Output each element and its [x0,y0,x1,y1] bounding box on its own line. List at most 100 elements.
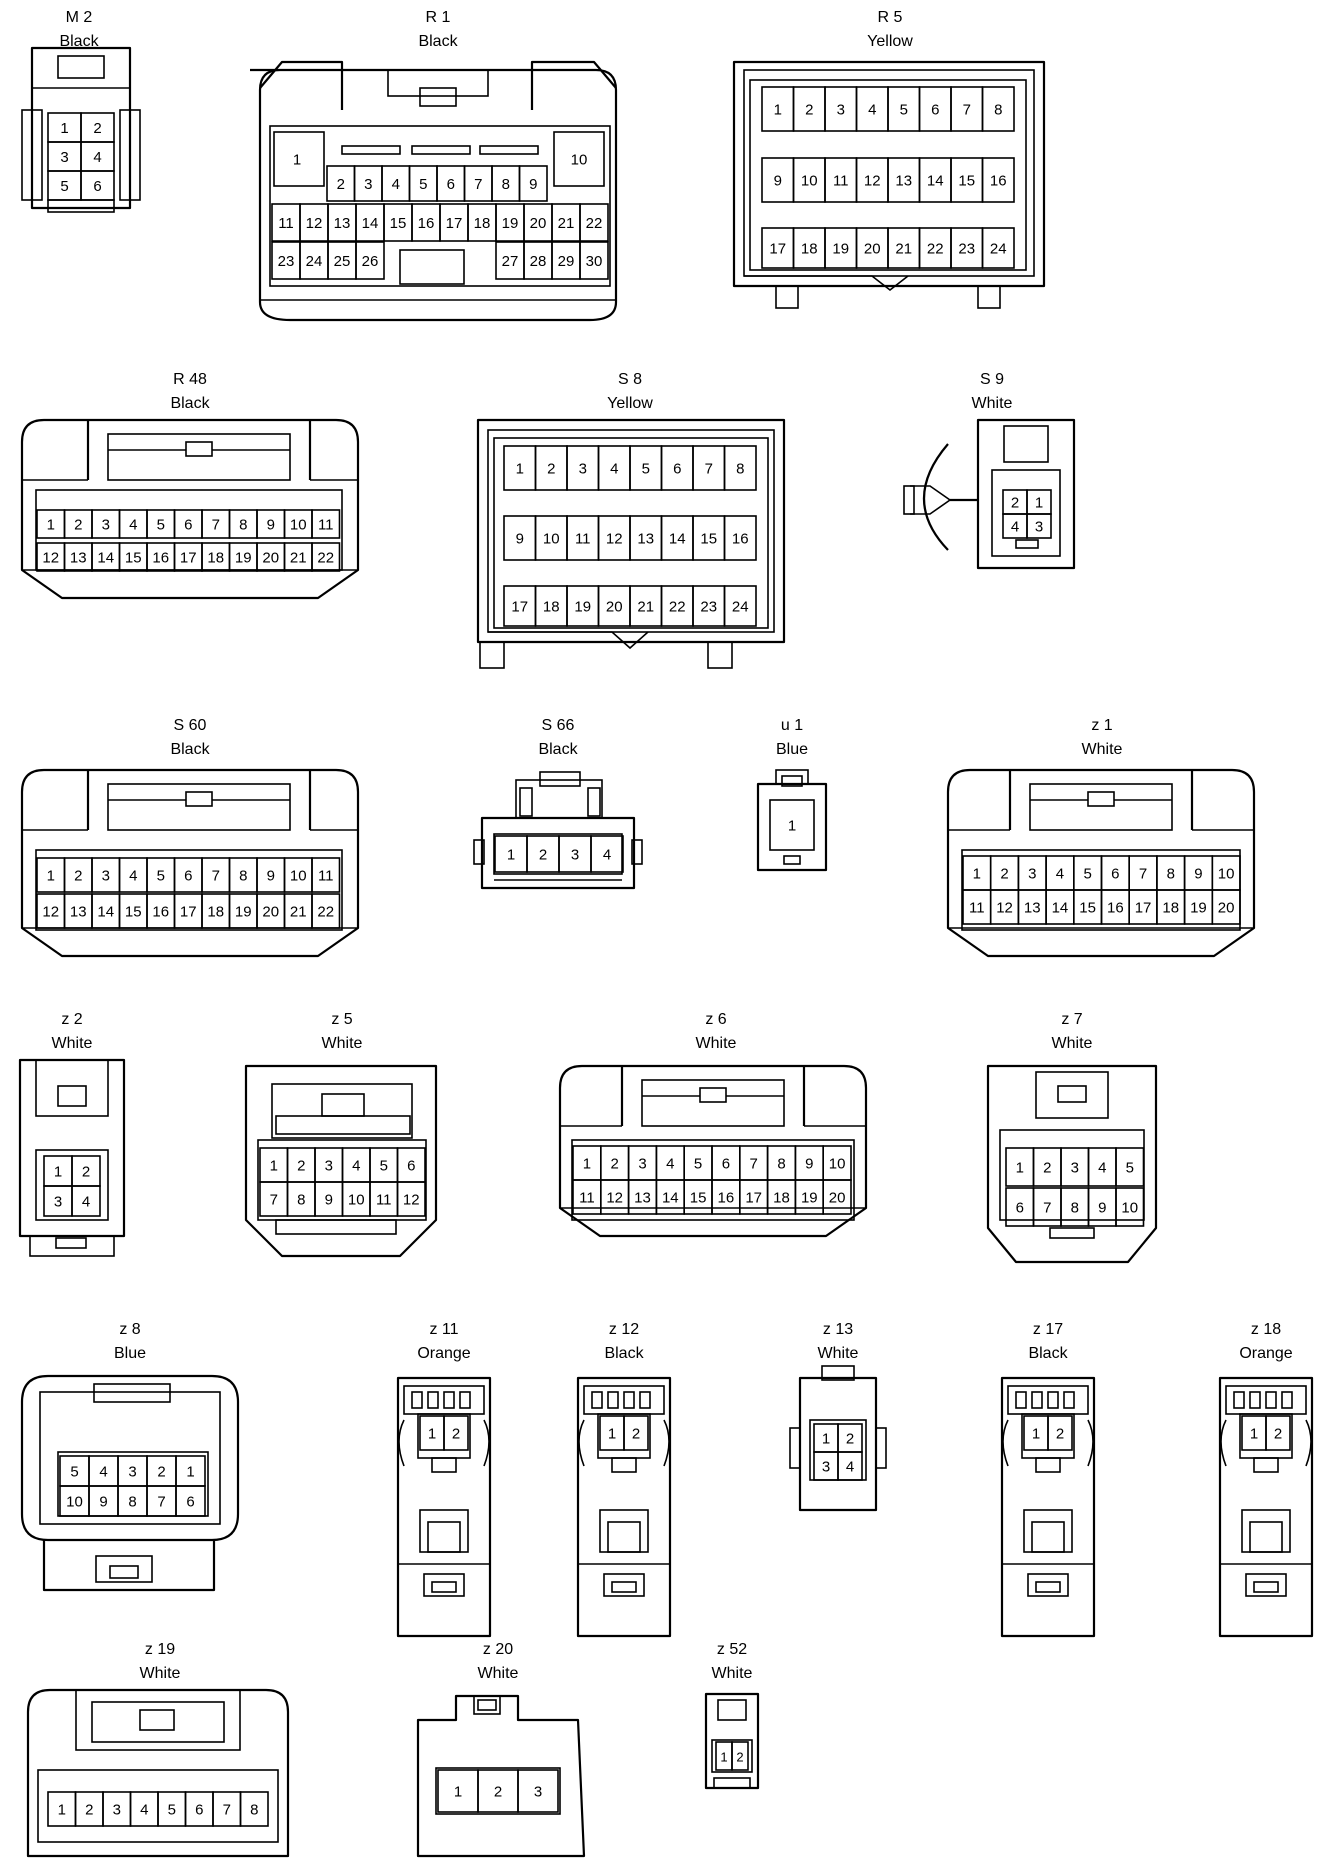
pin-3: 3 [813,1451,839,1481]
svg-text:18: 18 [1162,900,1179,917]
pin-17: 17 [439,203,469,242]
pin-15: 15 [118,542,148,572]
svg-text:17: 17 [769,241,786,258]
pin-9: 9 [761,157,795,203]
pin-4: 4 [129,1791,159,1827]
pin-12: 12 [599,1179,630,1215]
svg-text:5: 5 [157,868,165,885]
pin-2: 2 [526,835,560,873]
connector-name: R 1 [426,9,451,26]
pin-3: 3 [1060,1147,1090,1187]
svg-text:6: 6 [673,461,681,478]
connector-color: White [52,1035,93,1052]
svg-text:2: 2 [74,868,82,885]
svg-text:12: 12 [864,173,881,190]
svg-text:21: 21 [290,904,307,921]
pin-2: 2 [326,165,356,202]
pin-13: 13 [1017,889,1047,925]
pin-1: 1 [36,509,66,539]
svg-text:21: 21 [637,599,654,616]
pin-27: 27 [495,241,525,280]
pin-15: 15 [683,1179,713,1215]
connector-color: White [322,1035,363,1052]
connector-name: S 60 [174,717,207,734]
connector-name: z 13 [823,1321,853,1338]
pin-1: 1 [1241,1415,1267,1451]
pin-9: 9 [503,515,537,561]
pin-2: 2 [74,1791,104,1827]
svg-text:15: 15 [390,215,407,232]
pin-7: 7 [201,857,231,893]
svg-text:20: 20 [530,215,547,232]
pin-1: 1 [1023,1415,1049,1451]
svg-text:8: 8 [502,176,510,193]
pin-4: 4 [1002,513,1028,539]
pin-9: 9 [518,165,548,202]
pin-8: 8 [491,165,521,202]
pin-23: 23 [950,227,984,269]
svg-text:1: 1 [973,866,981,883]
pin-4: 4 [1087,1147,1117,1187]
svg-text:2: 2 [74,517,82,534]
svg-text:5: 5 [1083,866,1091,883]
svg-text:3: 3 [364,176,372,193]
pin-8: 8 [239,1791,269,1827]
svg-text:13: 13 [1024,900,1041,917]
connector-name: z 8 [119,1321,140,1338]
svg-text:11: 11 [278,215,294,232]
pin-7: 7 [738,1145,769,1181]
svg-text:1: 1 [47,517,55,534]
connector-name: z 18 [1251,1321,1281,1338]
pin-4: 4 [118,857,148,893]
svg-text:9: 9 [267,868,275,885]
connector-name: z 2 [61,1011,82,1028]
svg-text:7: 7 [1139,866,1147,883]
svg-text:1: 1 [47,868,55,885]
pin-7: 7 [1128,855,1158,891]
svg-text:3: 3 [638,1156,646,1173]
pin-3: 3 [558,835,592,873]
svg-text:6: 6 [407,1158,415,1175]
pin-3: 3 [314,1147,344,1183]
svg-text:1: 1 [428,1426,436,1443]
connector-name: z 12 [609,1321,639,1338]
svg-text:6: 6 [186,1494,194,1511]
svg-text:2: 2 [1043,1160,1051,1177]
svg-text:10: 10 [66,1494,83,1511]
pin-20: 20 [855,227,889,269]
svg-text:9: 9 [805,1156,813,1173]
svg-text:12: 12 [42,904,59,921]
svg-text:14: 14 [362,215,379,232]
pin-7: 7 [950,86,984,132]
connector-name: z 19 [145,1641,175,1658]
svg-text:3: 3 [534,1784,542,1801]
pin-16: 16 [711,1179,741,1215]
svg-text:16: 16 [1107,900,1124,917]
svg-text:8: 8 [250,1802,258,1819]
pin-1: 1 [1026,489,1052,515]
connector-name: R 5 [878,9,903,26]
svg-text:3: 3 [54,1194,62,1211]
pin-5: 5 [369,1147,399,1183]
svg-text:3: 3 [579,461,587,478]
connector-name: S 9 [980,371,1004,388]
svg-text:17: 17 [180,904,197,921]
connector-name: u 1 [781,717,803,734]
pin-1: 1 [503,445,537,491]
pin-11: 11 [369,1181,399,1217]
pin-7: 7 [692,445,726,491]
svg-text:17: 17 [446,215,463,232]
pin-10: 10 [822,1145,852,1181]
pin-6: 6 [173,509,203,539]
pin-19: 19 [495,203,525,242]
pin-17: 17 [1128,889,1158,925]
pin-23: 23 [271,241,301,280]
